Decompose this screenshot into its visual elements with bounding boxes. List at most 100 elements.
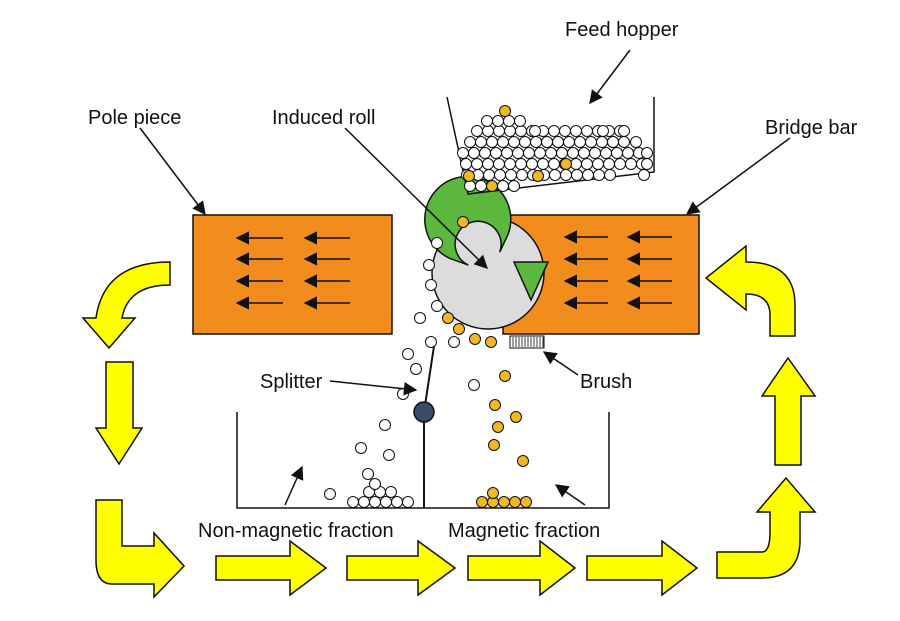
non-magnetic-particle [515,158,527,170]
non-magnetic-particle [492,115,504,127]
non-magnetic-particle [526,158,538,170]
non-magnetic-particle [523,147,535,159]
magnetic-particle [492,421,504,433]
feed-hopper [446,96,655,195]
non-magnetic-particle [585,136,597,148]
non-magnetic-particle [423,259,435,271]
non-magnetic-particle [414,312,426,324]
flow-arrow-icon [215,539,328,597]
magnetic-particle [498,496,510,508]
non-magnetic-particle [604,169,616,181]
non-magnetic-particle [567,147,579,159]
non-magnetic-particle [578,147,590,159]
non-magnetic-particle [503,115,515,127]
feed-hopper-leader [589,49,631,105]
magnetic-particle [463,170,475,182]
non-magnetic-particle [385,486,397,498]
non-magnetic-particle [574,136,586,148]
magnetic-particle [486,180,498,192]
non-magnetic-particle [397,388,409,400]
magnetic-particle [453,323,465,335]
brush-leader [542,351,579,376]
non-magnetic-particle [410,363,422,375]
brush-label: Brush [580,371,633,393]
rotation-arrowhead-icon [512,261,550,302]
non-magnetic-particle [468,379,480,391]
non-magnetic-particle [369,496,381,508]
magnetic-particle [487,487,499,499]
non-magnetic-particle [490,147,502,159]
non-magnetic-particle [369,478,381,490]
bridge-bar-leader [685,137,791,215]
non-magnetic-particle [493,158,505,170]
non-magnetic-particle [512,147,524,159]
non-magnetic-particle [625,158,637,170]
non-magnetic-particle [638,169,650,181]
non-magnetic-particle [425,336,437,348]
non-magnetic-particle [630,136,642,148]
non-magnetic-particle [593,169,605,181]
non-magnetic-particle [494,169,506,181]
non-magnetic-particle [431,300,443,312]
non-magnetic-particle [482,158,494,170]
non-magnetic-particle [541,136,553,148]
non-magnetic-particle [589,147,601,159]
non-magnetic-fraction-label: Non-magnetic fraction [198,520,394,542]
magnetic-fraction-label: Magnetic fraction [448,520,601,542]
non-magnetic-particle [475,136,487,148]
non-magnetic-particle [600,147,612,159]
non-magnetic-particle [560,169,572,181]
non-magnetic-particle [391,496,403,508]
non-magnetic-particle [402,348,414,360]
non-magnetic-particle [519,136,531,148]
non-magnetic-particle [559,125,571,137]
non-magnetic-particle [581,158,593,170]
non-magnetic-particle [468,147,480,159]
splitter-pivot [413,401,435,423]
magnetic-particle [489,399,501,411]
non-magnetic-particle [508,180,520,192]
non-magnetic-particle [618,125,630,137]
magnetic-particle [499,105,511,117]
non-magnetic-particle [618,136,630,148]
magnetic-particle [560,158,572,170]
non-magnetic-particle [383,449,395,461]
non-magnetic-particle [571,169,583,181]
non-magnetic-particle [482,125,494,137]
induced-roll-leader [344,127,488,269]
brush [509,335,545,349]
flow-arrow-icon [467,539,577,597]
particles [324,105,653,508]
non-magnetic-particle [514,115,526,127]
magnetic-particle [509,496,521,508]
non-magnetic-particle [479,147,491,159]
pole-piece-block [192,214,393,335]
non-magnetic-particle [324,488,336,500]
non-magnetic-particle [475,180,487,192]
non-magnetic-particle [379,419,391,431]
non-magnetic-particle [471,158,483,170]
non-magnetic-particle [471,125,483,137]
non-magnetic-particle [493,125,505,137]
non-magnetic-particle [501,147,513,159]
non-magnetic-particle [497,180,509,192]
magnetic-particle [532,170,544,182]
non-magnetic-particle [347,496,359,508]
non-magnetic-particle [362,468,374,480]
magnetic-particle [520,496,532,508]
non-magnetic-particle [534,147,546,159]
bridge-bar-label: Bridge bar [765,117,858,139]
splitter-label: Splitter [260,371,323,393]
flow-arrow-icon [346,539,457,597]
non-magnetic-particle [581,125,593,137]
brush-body [509,335,545,349]
non-magnetic-particle [622,147,634,159]
non-magnetic-particle [545,147,557,159]
non-magnetic-particle [380,496,392,508]
flow-arrow-icon [704,244,796,337]
non-magnetic-particle [570,158,582,170]
flow-arrow-icon [586,539,699,597]
non-magnetic-particle [464,136,476,148]
